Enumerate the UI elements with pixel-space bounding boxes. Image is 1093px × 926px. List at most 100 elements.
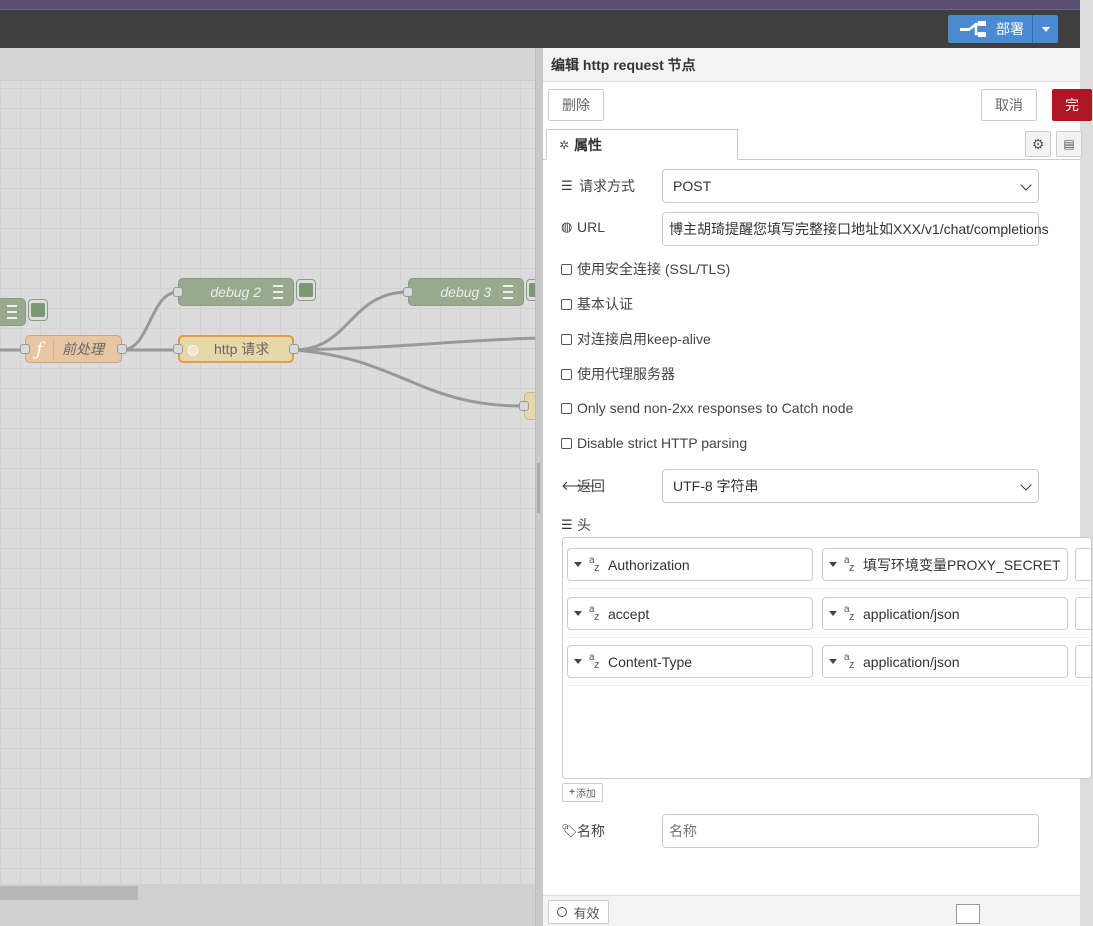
input-port[interactable]: [403, 287, 413, 297]
settings-tab-button[interactable]: ⚙: [1025, 131, 1051, 157]
url-value: 博主胡琦提醒您填写完整接口地址如XXX/v1/chat/completions: [669, 221, 1049, 237]
checkbox-label: Only send non-2xx responses to Catch nod…: [577, 400, 854, 416]
checkbox-keep-alive[interactable]: 对连接启用keep-alive: [561, 329, 711, 349]
node-enabled-toggle[interactable]: 有效: [548, 900, 609, 924]
input-port[interactable]: [173, 287, 183, 297]
deploy-menu-toggle[interactable]: [1032, 15, 1058, 43]
method-select[interactable]: POST: [662, 169, 1039, 203]
header-value: application/json: [863, 605, 960, 622]
header-key: Content-Type: [608, 653, 693, 670]
circle-icon: [557, 907, 568, 917]
flow-wires: [0, 290, 541, 408]
header-key: Authorization: [608, 556, 690, 573]
return-select[interactable]: UTF-8 字符串: [662, 469, 1039, 503]
checkbox-ssl[interactable]: 使用安全连接 (SSL/TLS): [561, 259, 730, 279]
remove-header-button[interactable]: [1075, 597, 1093, 630]
method-row: ☰ 请求方式: [561, 176, 635, 196]
list-icon: ☰: [561, 517, 573, 532]
http-request-node[interactable]: ◍ http 请求: [173, 335, 299, 363]
plus-icon: +: [569, 787, 575, 798]
headers-row: ☰ 头: [561, 515, 591, 535]
input-port[interactable]: [519, 401, 529, 411]
add-header-button[interactable]: + 添加: [562, 783, 603, 802]
checkbox-label: Disable strict HTTP parsing: [577, 435, 748, 451]
document-icon: ▤: [1063, 137, 1075, 151]
caret-down-icon: [1041, 26, 1050, 32]
tasks-icon: ☰: [561, 178, 573, 193]
grid-icon[interactable]: [956, 904, 980, 924]
flow-workspace[interactable]: debug 2 debug 3 ƒ 前处理 ◍ http 请求: [0, 48, 554, 926]
output-port[interactable]: [289, 344, 299, 354]
preprocess-function-node[interactable]: ƒ 前处理: [20, 335, 127, 363]
cancel-button[interactable]: 取消: [981, 89, 1037, 121]
list-icon: [273, 285, 283, 299]
debug-toggle-left[interactable]: [28, 299, 48, 321]
checkbox[interactable]: [561, 333, 572, 345]
checkbox[interactable]: [561, 263, 572, 275]
checkbox[interactable]: [561, 402, 572, 414]
debug-2-toggle[interactable]: [296, 279, 316, 301]
node-label: 前处理: [62, 341, 104, 357]
function-icon: ƒ: [26, 338, 54, 360]
node-label: debug 2: [210, 284, 261, 300]
globe-icon: ◍: [561, 219, 573, 234]
list-icon: [503, 285, 513, 299]
output-port[interactable]: [117, 344, 127, 354]
remove-header-button[interactable]: [1075, 645, 1093, 678]
checkbox-label: 对连接启用keep-alive: [577, 331, 711, 347]
checkbox-label: 基本认证: [577, 296, 633, 312]
url-row: ◍ URL: [561, 219, 605, 235]
deploy-button[interactable]: 部署: [948, 15, 1058, 43]
header-key: accept: [608, 605, 650, 622]
debug-2-node[interactable]: debug 2: [173, 278, 294, 306]
deploy-icon: [960, 21, 990, 37]
input-port[interactable]: [20, 344, 30, 354]
done-button[interactable]: 完: [1052, 89, 1092, 121]
debug-3-node[interactable]: debug 3: [403, 278, 524, 306]
checkbox[interactable]: [561, 368, 572, 380]
scrollbar-thumb[interactable]: [0, 886, 138, 900]
name-row: 🏷 名称: [561, 821, 605, 841]
node-label: http 请求: [214, 341, 270, 357]
delete-button[interactable]: 删除: [548, 89, 604, 121]
deploy-label: 部署: [996, 21, 1024, 37]
checkbox[interactable]: [561, 298, 572, 310]
tabs-divider: [543, 159, 1080, 160]
name-input[interactable]: [662, 814, 1039, 848]
checkbox-label: 使用代理服务器: [577, 366, 675, 382]
editor-tray: 编辑 http request 节点 删除 取消 完 ✲ 属性 ⚙ ▤ ☰ 请求…: [543, 48, 1093, 926]
workspace-horizontal-scrollbar[interactable]: [0, 884, 540, 926]
checkbox[interactable]: [561, 437, 572, 449]
checkbox-strict-parsing[interactable]: Disable strict HTTP parsing: [561, 435, 747, 451]
debug-node-left[interactable]: [0, 298, 26, 326]
list-icon: [7, 305, 17, 319]
tab-properties[interactable]: ✲ 属性: [546, 129, 738, 160]
url-input[interactable]: 博主胡琦提醒您填写完整接口地址如XXX/v1/chat/completions: [662, 212, 1049, 246]
remove-header-button[interactable]: [1075, 548, 1093, 581]
globe-icon: ◍: [186, 340, 200, 357]
checkbox-proxy[interactable]: 使用代理服务器: [561, 364, 675, 384]
divider-handle[interactable]: [537, 463, 540, 513]
checkbox-basic-auth[interactable]: 基本认证: [561, 294, 633, 314]
add-label: 添加: [575, 789, 596, 800]
return-label: 返回: [577, 478, 605, 494]
name-label: 名称: [577, 823, 605, 839]
input-port[interactable]: [173, 344, 183, 354]
description-tab-button[interactable]: ▤: [1056, 131, 1082, 157]
checkbox-non-2xx[interactable]: Only send non-2xx responses to Catch nod…: [561, 400, 853, 416]
